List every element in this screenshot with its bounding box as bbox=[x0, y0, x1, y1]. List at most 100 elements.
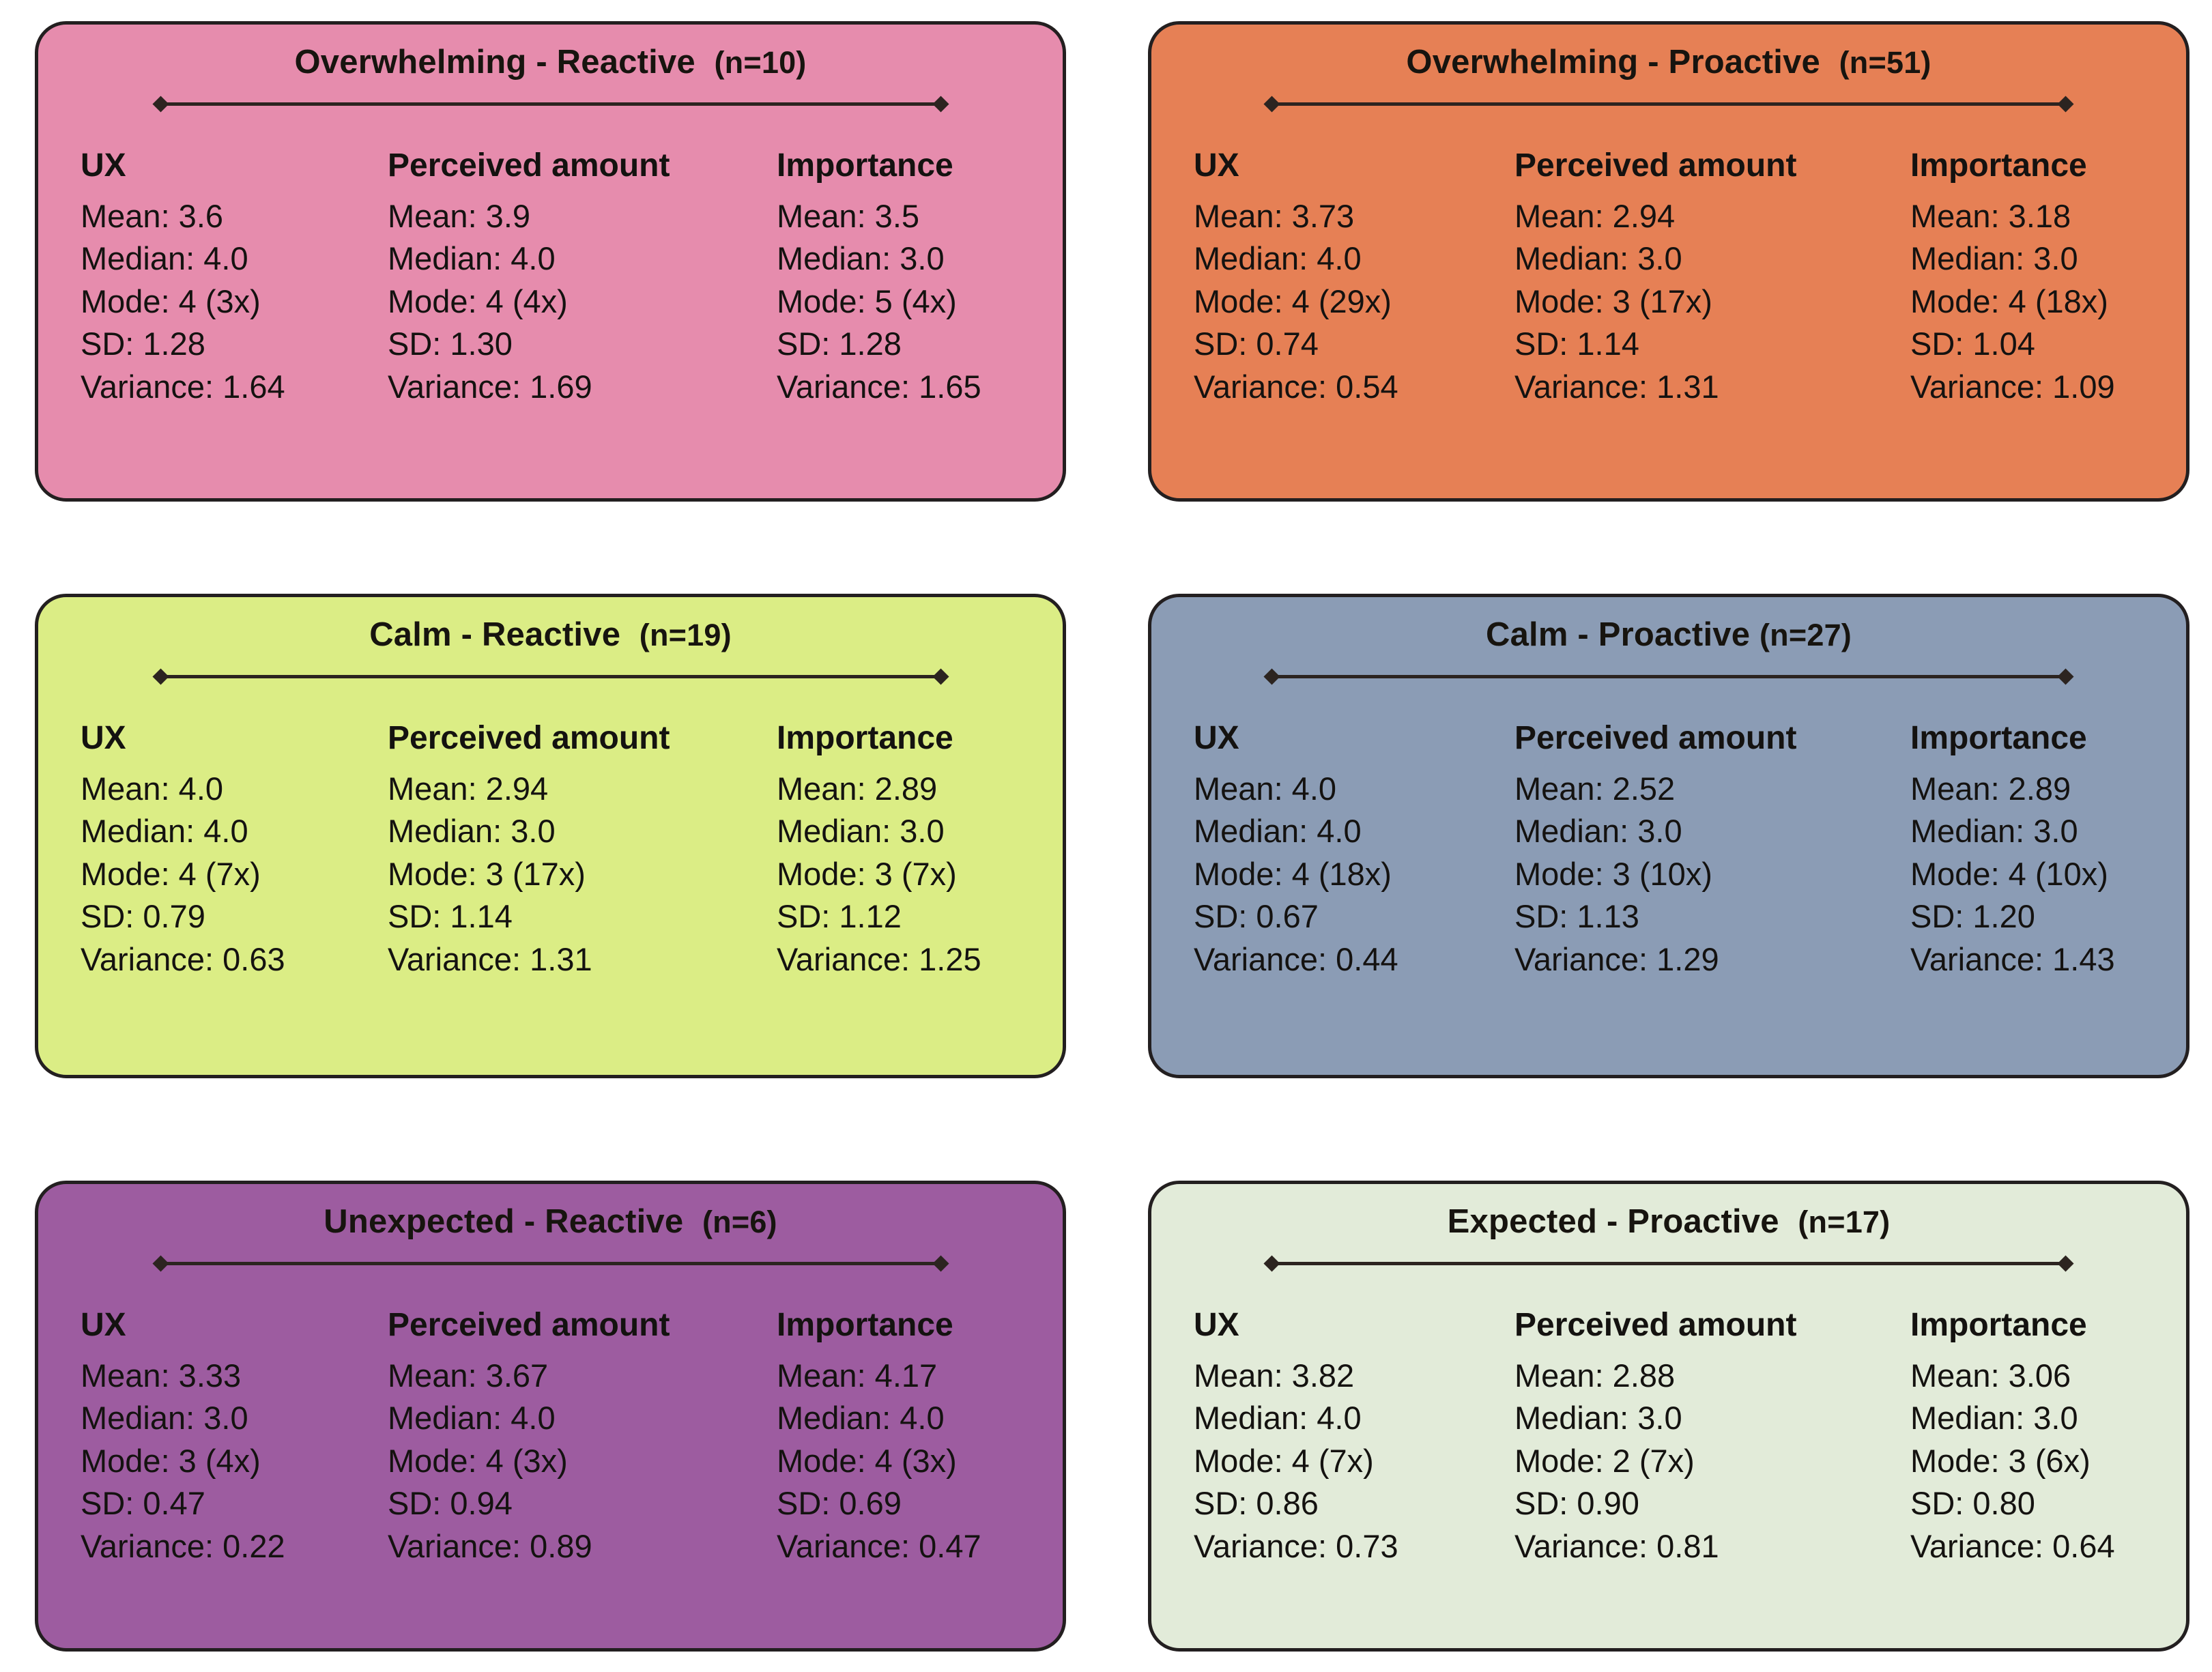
card-title: Calm - Proactive (n=27) bbox=[1151, 616, 2186, 654]
stat-line: SD: 0.80 bbox=[1910, 1485, 2035, 1522]
stat-line: Median: 3.0 bbox=[1514, 813, 1682, 850]
stat-line: Mean: 3.06 bbox=[1910, 1357, 2071, 1394]
stat-line: Mean: 2.89 bbox=[777, 770, 938, 807]
divider-rule bbox=[160, 674, 941, 678]
stat-line: Mean: 3.67 bbox=[388, 1357, 549, 1394]
metric-column-header: UX bbox=[81, 719, 126, 756]
stat-line: Variance: 1.25 bbox=[777, 940, 981, 977]
stat-line: Variance: 0.63 bbox=[81, 940, 285, 977]
metric-column-header: Importance bbox=[1910, 719, 2087, 756]
stat-line: Mean: 4.0 bbox=[1194, 770, 1337, 807]
stat-line: Mode: 3 (17x) bbox=[1514, 283, 1712, 319]
stat-line: Mode: 3 (7x) bbox=[777, 855, 957, 892]
card-title-text: Unexpected - Reactive bbox=[324, 1203, 684, 1240]
card-title-text: Expected - Proactive bbox=[1447, 1203, 1779, 1240]
stat-line: SD: 0.79 bbox=[81, 898, 205, 935]
divider-left-cap-icon bbox=[152, 1255, 169, 1272]
stat-line: Mode: 4 (7x) bbox=[81, 855, 261, 892]
divider-rule bbox=[1272, 102, 2066, 106]
stat-line: Median: 3.0 bbox=[777, 813, 945, 850]
stat-line: Mode: 3 (6x) bbox=[1910, 1442, 2091, 1479]
title-divider bbox=[1263, 1255, 2074, 1272]
divider-right-cap-icon bbox=[2057, 668, 2074, 685]
stat-line: Variance: 0.81 bbox=[1514, 1527, 1719, 1564]
stat-line: Variance: 1.31 bbox=[1514, 368, 1719, 405]
stat-line: Mean: 3.33 bbox=[81, 1357, 242, 1394]
divider-left-cap-icon bbox=[1263, 96, 1280, 113]
divider-rule bbox=[1272, 1261, 2066, 1265]
stat-line: SD: 0.86 bbox=[1194, 1485, 1319, 1522]
title-divider bbox=[1263, 96, 2074, 113]
metric-column-header: Perceived amount bbox=[1514, 1306, 1797, 1343]
divider-left-cap-icon bbox=[1263, 668, 1280, 685]
stat-line: Median: 4.0 bbox=[81, 813, 248, 850]
card-sample-size: (n=19) bbox=[639, 618, 732, 652]
stat-line: SD: 1.12 bbox=[777, 898, 902, 935]
stat-line: Variance: 0.64 bbox=[1910, 1527, 2115, 1564]
metric-column-header: Perceived amount bbox=[388, 719, 670, 756]
stat-line: Variance: 1.09 bbox=[1910, 368, 2115, 405]
stat-line: Mode: 3 (17x) bbox=[388, 855, 586, 892]
stat-line: Median: 4.0 bbox=[81, 240, 248, 277]
stat-line: Mode: 4 (18x) bbox=[1194, 855, 1392, 892]
divider-right-cap-icon bbox=[932, 96, 949, 113]
metric-column-header: Perceived amount bbox=[1514, 719, 1797, 756]
stat-line: Mean: 2.52 bbox=[1514, 770, 1676, 807]
metric-column-header: UX bbox=[81, 1306, 126, 1343]
stat-line: Mode: 4 (18x) bbox=[1910, 283, 2108, 319]
stat-line: Variance: 1.43 bbox=[1910, 940, 2115, 977]
stat-line: Median: 4.0 bbox=[777, 1400, 945, 1437]
stat-line: Variance: 1.65 bbox=[777, 368, 981, 405]
stat-line: Median: 4.0 bbox=[1194, 813, 1362, 850]
stat-line: Variance: 0.22 bbox=[81, 1527, 285, 1564]
stat-line: Mode: 2 (7x) bbox=[1514, 1442, 1695, 1479]
stat-line: SD: 0.47 bbox=[81, 1485, 205, 1522]
stat-line: Median: 3.0 bbox=[388, 813, 556, 850]
card-title-text: Calm - Reactive bbox=[369, 616, 621, 653]
card-title: Expected - Proactive (n=17) bbox=[1151, 1203, 2186, 1241]
divider-left-cap-icon bbox=[152, 96, 169, 113]
stat-line: Mean: 3.6 bbox=[81, 197, 224, 234]
metric-column-header: UX bbox=[81, 147, 126, 184]
stat-line: Mode: 4 (4x) bbox=[388, 283, 568, 319]
stat-line: Variance: 1.69 bbox=[388, 368, 592, 405]
stat-line: Median: 3.0 bbox=[1514, 240, 1682, 277]
stat-line: Mean: 3.5 bbox=[777, 197, 920, 234]
card-sample-size: (n=10) bbox=[714, 45, 807, 80]
stat-line: Mean: 3.73 bbox=[1194, 197, 1355, 234]
stat-line: Mode: 3 (4x) bbox=[81, 1442, 261, 1479]
stat-line: Mode: 4 (10x) bbox=[1910, 855, 2108, 892]
card-sample-size: (n=17) bbox=[1798, 1205, 1891, 1239]
divider-rule bbox=[1272, 674, 2066, 678]
metric-column-header: UX bbox=[1194, 719, 1239, 756]
stat-line: Variance: 0.54 bbox=[1194, 368, 1398, 405]
card-title-text: Calm - Proactive bbox=[1485, 616, 1751, 653]
stat-line: SD: 0.94 bbox=[388, 1485, 513, 1522]
stat-line: Median: 3.0 bbox=[777, 240, 945, 277]
metric-column-header: UX bbox=[1194, 147, 1239, 184]
stat-line: SD: 1.04 bbox=[1910, 326, 2035, 362]
